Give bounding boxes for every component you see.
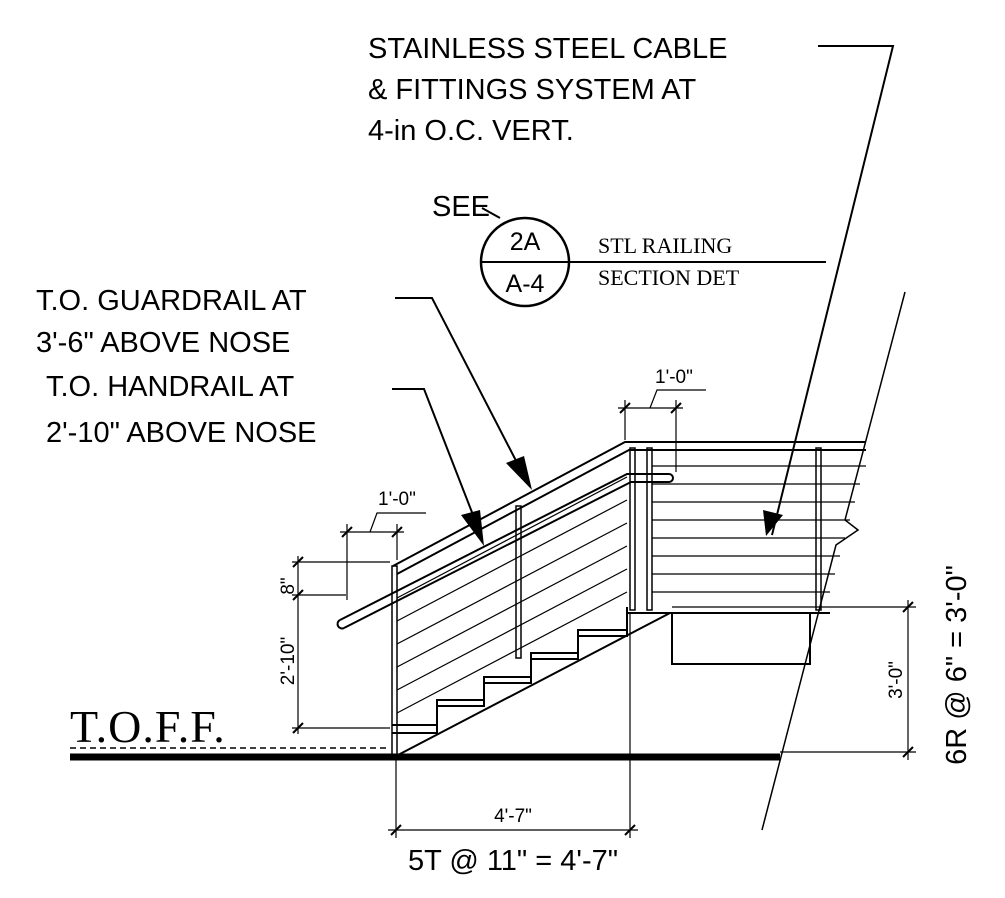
see-label: SEE	[432, 191, 490, 223]
cable-sloped	[396, 568, 628, 691]
dim-tick	[902, 746, 914, 758]
stair-treads	[392, 612, 811, 734]
cable-callout-line-1: STAINLESS STEEL CABLE	[368, 33, 727, 65]
detail-sheet: A-4	[506, 270, 545, 298]
post-landing	[646, 447, 653, 611]
cable-callout-line-2: & FITTINGS SYSTEM AT	[368, 74, 696, 106]
dim-tick	[390, 824, 402, 836]
finished-floor: T.O.F.F.	[70, 701, 780, 761]
dim-top-extension-value: 1'-0"	[655, 367, 693, 388]
dim-tick	[341, 526, 353, 538]
guardrail-callout-line-1: T.O. GUARDRAIL AT	[36, 285, 307, 317]
detail-title-line-2: SECTION DET	[598, 265, 740, 290]
stringer-bottom-edge	[397, 612, 671, 756]
handrail-callout: T.O. HANDRAIL AT 2'-10" ABOVE NOSE	[46, 371, 484, 546]
treads-note: 5T @ 11" = 4'-7"	[408, 845, 618, 877]
guardrail-top-line	[392, 441, 866, 567]
handrail-callout-line-2: 2'-10" ABOVE NOSE	[46, 417, 317, 449]
guardrail-callout: T.O. GUARDRAIL AT 3'-6" ABOVE NOSE	[36, 285, 532, 490]
post-bottom	[391, 565, 398, 757]
cable-sloped	[396, 499, 628, 622]
handrail-top-line	[339, 473, 669, 621]
detail-number: 2A	[510, 228, 541, 256]
handrail	[336, 473, 674, 630]
cable-leader-line	[771, 45, 895, 536]
dim-tick	[292, 556, 304, 568]
guardrail-leader-line	[395, 297, 528, 483]
handrail-bottom-line	[343, 481, 669, 629]
guardrail-bottom-line	[396, 449, 866, 575]
risers-note: 6R @ 6" = 3'-0"	[941, 565, 973, 765]
cable-callout: STAINLESS STEEL CABLE & FITTINGS SYSTEM …	[368, 33, 895, 536]
handrail-leader-arrowhead	[461, 510, 484, 546]
dim-handrail-offset-value: 8"	[278, 577, 299, 594]
cable-sloped	[396, 591, 628, 714]
dim-bottom-extension-value: 1'-0"	[378, 489, 416, 510]
dim-tick	[619, 402, 631, 414]
dim-tick	[902, 601, 914, 613]
cable-callout-line-3: 4-in O.C. VERT.	[368, 115, 574, 147]
guardrail-leader-arrowhead	[506, 456, 532, 490]
dim-tick	[624, 824, 636, 836]
cable-sloped	[396, 545, 628, 668]
cable-sloped	[396, 476, 628, 599]
dim-rise-value: 3'-0"	[886, 661, 907, 699]
dim-handrail-height-value: 2'-10"	[278, 637, 299, 685]
post-end	[815, 447, 822, 611]
handrail-end-cap	[668, 473, 674, 483]
guardrail-callout-line-2: 3'-6" ABOVE NOSE	[36, 327, 290, 359]
dim-tick	[292, 722, 304, 734]
stair-nosing-lines	[392, 607, 628, 726]
handrail-start-cap	[336, 619, 345, 630]
cable-leader-arrowhead	[763, 510, 783, 536]
dim-text-leader	[369, 512, 426, 533]
see-tick	[481, 207, 501, 219]
dim-run-value: 4'-7"	[494, 806, 532, 827]
dim-tick	[670, 402, 682, 414]
handrail-leader-line	[392, 388, 483, 539]
cable-sloped	[396, 522, 628, 645]
dim-tick	[391, 526, 403, 538]
dim-handrail-vertical: 8" 2'-10"	[278, 556, 390, 734]
dim-text-leader	[649, 389, 706, 409]
guardrail	[392, 441, 866, 575]
detail-title-line-1: STL RAILING	[598, 233, 732, 258]
dim-rise: 3'-0" 6R @ 6" = 3'-0"	[672, 565, 973, 765]
stair-stringer	[392, 607, 830, 756]
break-line	[761, 291, 906, 831]
detail-reference: SEE 2A A-4 STL RAILING SECTION DET	[432, 191, 826, 308]
dim-top-extension: 1'-0"	[618, 367, 706, 472]
cable-lines-level	[652, 465, 866, 593]
dim-run: 4'-7" 5T @ 11" = 4'-7"	[388, 613, 638, 877]
handrail-callout-line-1: T.O. HANDRAIL AT	[46, 371, 294, 403]
dim-tick	[292, 589, 304, 601]
post-top	[629, 447, 636, 611]
level-label: T.O.F.F.	[70, 701, 226, 752]
cable-lines-sloped	[396, 476, 628, 714]
